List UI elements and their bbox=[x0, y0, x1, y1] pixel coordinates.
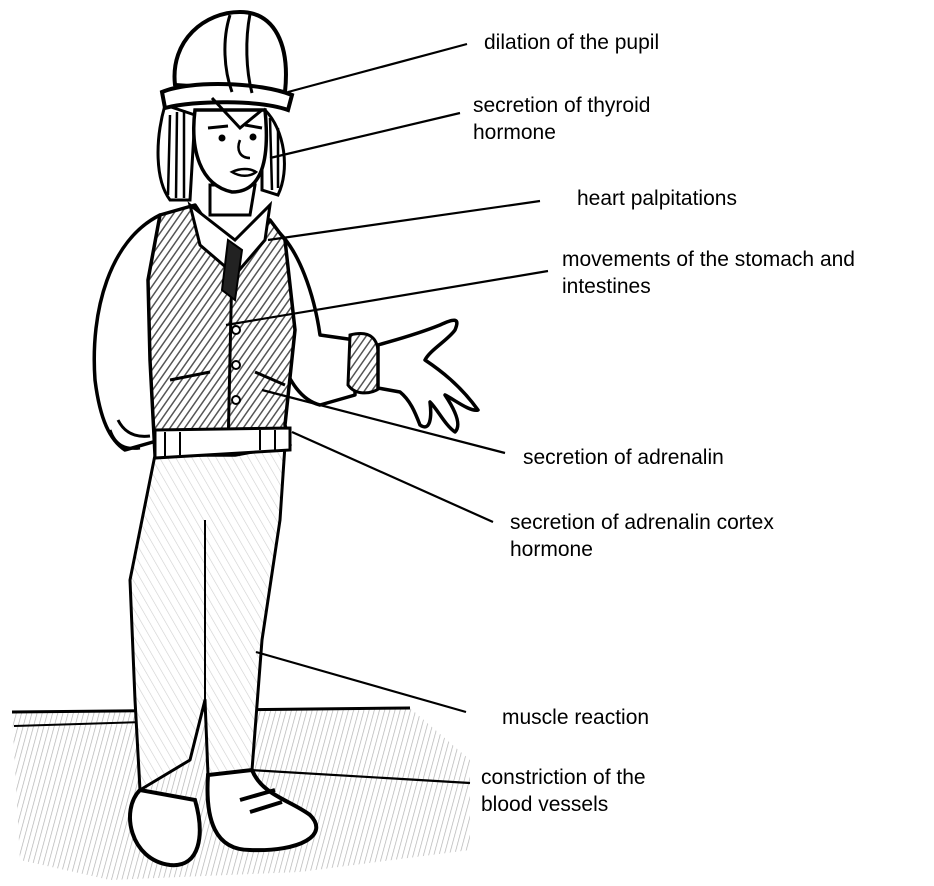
label-line: heart palpitations bbox=[577, 185, 737, 212]
label-line: secretion of adrenalin cortex bbox=[510, 509, 774, 536]
label-line: hormone bbox=[510, 536, 774, 563]
leader-line-pupil bbox=[288, 44, 467, 92]
label-muscle-reaction: muscle reaction bbox=[502, 704, 649, 731]
label-line: secretion of thyroid bbox=[473, 92, 650, 119]
label-heart-palpitations: heart palpitations bbox=[577, 185, 737, 212]
label-line: blood vessels bbox=[481, 791, 646, 818]
label-line: muscle reaction bbox=[502, 704, 649, 731]
leader-line-heart bbox=[268, 201, 540, 240]
leader-line-muscle bbox=[256, 652, 466, 712]
label-thyroid-hormone: secretion of thyroid hormone bbox=[473, 92, 650, 146]
face bbox=[194, 110, 267, 192]
label-blood-vessels: constriction of the blood vessels bbox=[481, 764, 646, 818]
label-dilation-of-pupil: dilation of the pupil bbox=[484, 29, 659, 56]
label-stomach-intestines: movements of the stomach and intestines bbox=[562, 246, 855, 300]
label-adrenalin: secretion of adrenalin bbox=[523, 444, 724, 471]
label-line: constriction of the bbox=[481, 764, 646, 791]
label-line: dilation of the pupil bbox=[484, 29, 659, 56]
leader-line-thyroid bbox=[270, 113, 460, 158]
label-line: intestines bbox=[562, 273, 855, 300]
label-line: movements of the stomach and bbox=[562, 246, 855, 273]
label-adrenalin-cortex: secretion of adrenalin cortex hormone bbox=[510, 509, 774, 563]
label-line: secretion of adrenalin bbox=[523, 444, 724, 471]
label-line: hormone bbox=[473, 119, 650, 146]
leader-line-cortex bbox=[292, 432, 493, 522]
